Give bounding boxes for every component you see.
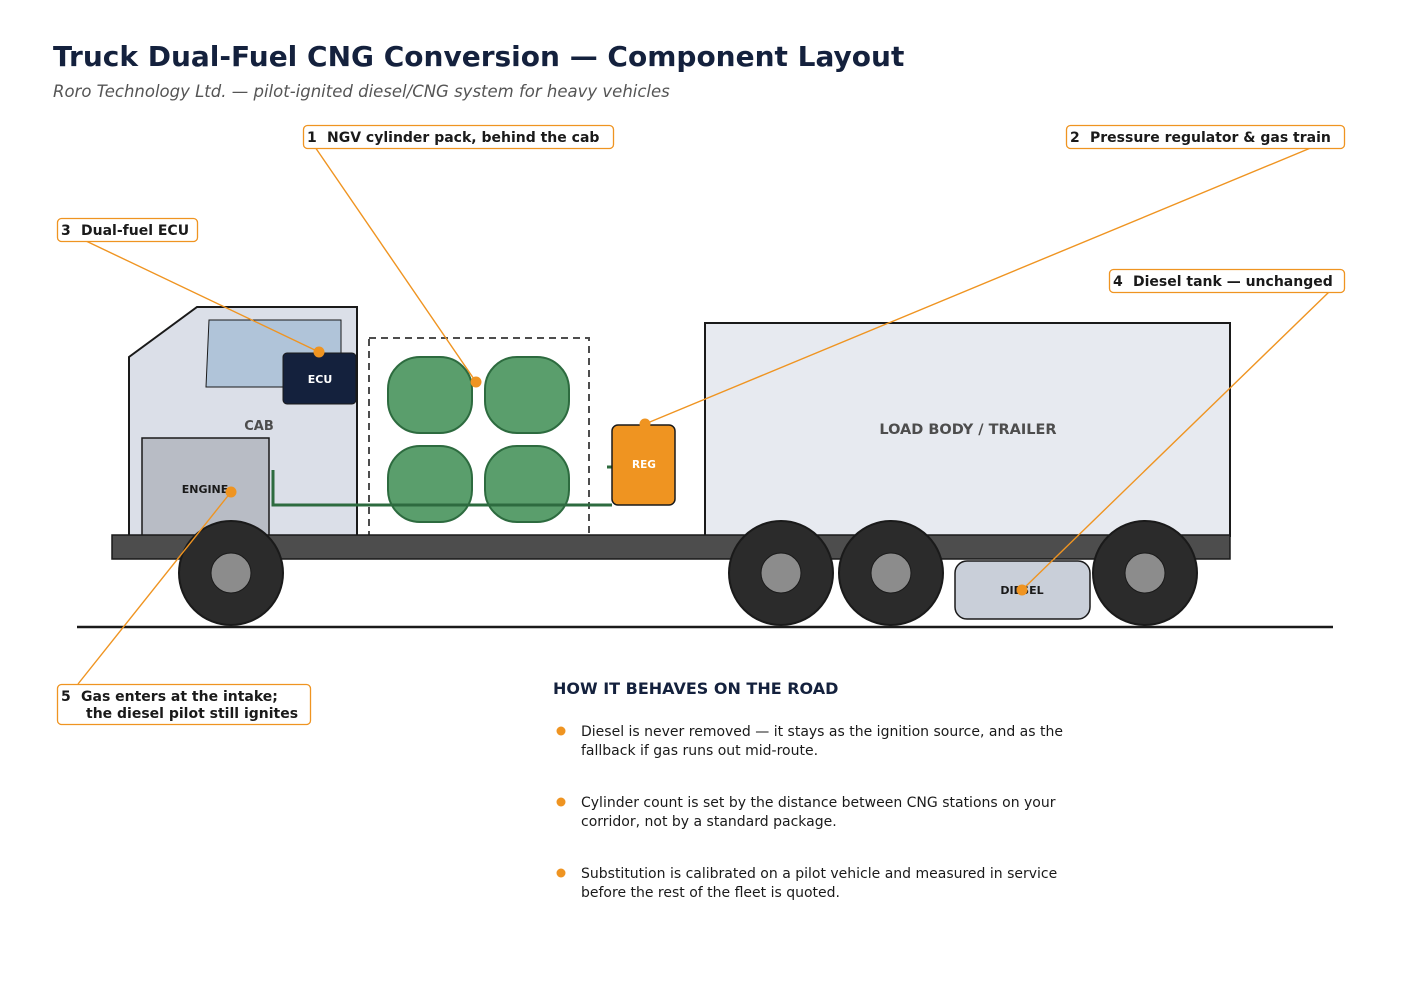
callout-text: Pressure regulator & gas train <box>1090 130 1331 146</box>
callout-number: 4 <box>1113 274 1123 290</box>
engine: ENGINE <box>141 437 270 537</box>
anchor-dot-1 <box>470 376 482 388</box>
wheels <box>178 520 1198 626</box>
gas-line <box>271 470 612 507</box>
bullet-text: Diesel is never removed — it stays as th… <box>581 724 1063 740</box>
wheel <box>728 520 834 626</box>
bullet-text-line-2: fallback if gas runs out mid-route. <box>581 743 818 759</box>
leader-line-3 <box>85 240 320 353</box>
ngv-cylinder <box>484 445 570 523</box>
callout-5: 5 Gas enters at the intake; the diesel p… <box>56 683 312 726</box>
regulator-label: REG <box>632 459 656 471</box>
bullet-dot <box>556 868 566 878</box>
callout-4: 4 Diesel tank — unchanged <box>1108 268 1346 294</box>
bullet-text: Cylinder count is set by the distance be… <box>581 795 1056 811</box>
ngv-cylinder <box>387 445 473 523</box>
wheel <box>1092 520 1198 626</box>
cylinder-bay <box>368 337 590 537</box>
callout-number: 5 <box>61 689 71 705</box>
leader-line-4 <box>1021 290 1331 591</box>
bullet-text: Substitution is calibrated on a pilot ve… <box>581 866 1057 882</box>
bullet-dot <box>556 726 566 736</box>
page-title: Truck Dual-Fuel CNG Conversion — Compone… <box>53 40 904 73</box>
bullet-text-line-2: before the rest of the fleet is quoted. <box>581 885 840 901</box>
callout-1: 1 NGV cylinder pack, behind the cab <box>302 124 615 150</box>
anchor-dot-4 <box>1016 584 1028 596</box>
anchor-dot-5 <box>225 486 237 498</box>
callout-number: 1 <box>307 130 317 146</box>
wheel <box>178 520 284 626</box>
road-notes: HOW IT BEHAVES ON THE ROAD Diesel is nev… <box>553 679 1063 901</box>
cab-label: CAB <box>244 419 274 434</box>
callout-box <box>56 683 312 726</box>
bullet-text-line-2: corridor, not by a standard package. <box>581 814 837 830</box>
trailer-label: LOAD BODY / TRAILER <box>879 422 1056 438</box>
leader-line-1 <box>314 146 477 383</box>
callout-text: Dual-fuel ECU <box>81 223 189 239</box>
regulator: REG <box>611 424 676 506</box>
leader-line-5 <box>77 491 232 685</box>
anchor-dot-3 <box>313 346 325 358</box>
trailer: LOAD BODY / TRAILER <box>704 322 1231 537</box>
ecu-label: ECU <box>308 373 333 386</box>
bullet-dot <box>556 797 566 807</box>
ngv-cylinder <box>484 356 570 434</box>
road-notes-title: HOW IT BEHAVES ON THE ROAD <box>553 679 838 698</box>
callout-text: Diesel tank — unchanged <box>1133 274 1333 290</box>
page-subtitle: Roro Technology Ltd. — pilot-ignited die… <box>53 82 670 101</box>
engine-block <box>141 437 270 537</box>
callout-text: Gas enters at the intake; <box>81 689 278 705</box>
bullet-item: Substitution is calibrated on a pilot ve… <box>556 866 1057 901</box>
callout-box <box>1108 268 1346 294</box>
leader-line-2 <box>644 146 1314 425</box>
callout-box <box>56 217 199 243</box>
callout-box <box>302 124 615 150</box>
callout-2: 2 Pressure regulator & gas train <box>1065 124 1346 150</box>
ngv-cylinder <box>387 356 473 434</box>
chassis-frame <box>111 534 1231 560</box>
bullet-item: Cylinder count is set by the distance be… <box>556 795 1056 830</box>
engine-label: ENGINE <box>182 483 229 496</box>
callout-box <box>1065 124 1346 150</box>
callout-3: 3 Dual-fuel ECU <box>56 217 199 243</box>
callout-text-line-2: the diesel pilot still ignites <box>86 706 298 722</box>
anchor-dot-2 <box>639 418 651 430</box>
bullet-item: Diesel is never removed — it stays as th… <box>556 724 1063 759</box>
callout-number: 2 <box>1070 130 1080 146</box>
callout-number: 3 <box>61 223 71 239</box>
leader-lines <box>77 146 1331 685</box>
anchor-dots <box>225 346 1028 596</box>
ecu: ECU <box>282 352 357 405</box>
wheel <box>838 520 944 626</box>
callout-text: NGV cylinder pack, behind the cab <box>327 130 599 146</box>
